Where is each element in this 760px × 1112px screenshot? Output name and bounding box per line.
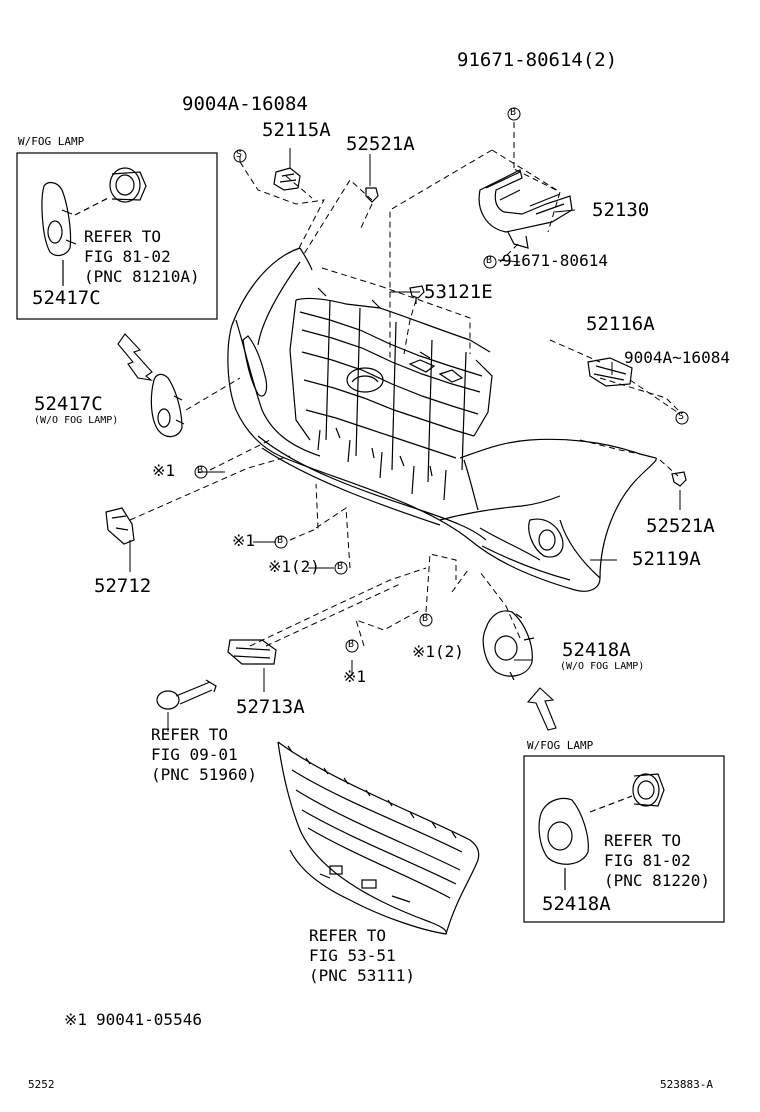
part-91671-80614: 91671-80614 — [502, 251, 608, 270]
left-fog-lamp-icon — [109, 167, 147, 203]
mark-s-1: S — [236, 149, 243, 160]
note-x1-a: ※1 — [152, 461, 176, 480]
right-box-title: W/FOG LAMP — [527, 739, 594, 752]
part-52418a-mid-note: (W/O FOG LAMP) — [560, 661, 645, 672]
note-x1-2-a: ※1(2) — [268, 557, 320, 576]
refer-51960-1: REFER TO — [151, 725, 229, 744]
mark-b-4: B — [277, 535, 284, 546]
mark-b-7: B — [422, 613, 429, 624]
bracket-52713A — [227, 639, 277, 665]
part-52712: 52712 — [94, 575, 152, 597]
part-52116a: 52116A — [586, 313, 655, 335]
part-52119a: 52119A — [632, 548, 701, 570]
right-box-part: 52418A — [542, 893, 611, 915]
mark-b-3: B — [197, 465, 204, 476]
bracket-52712 — [105, 507, 135, 545]
bracket-52130 — [478, 169, 573, 249]
part-9004a-16084-top: 9004A-16084 — [182, 93, 308, 115]
refer-51960-2: FIG 09-01 — [151, 745, 238, 764]
right-fog-bezel-icon — [538, 797, 589, 865]
refer-53111-1: REFER TO — [309, 926, 387, 945]
right-box-refer-1: REFER TO — [604, 831, 682, 850]
footer-left-code: 5252 — [28, 1078, 55, 1091]
retainer-52115A — [273, 167, 301, 191]
left-box-refer-3: (PNC 81210A) — [84, 267, 200, 286]
part-52417c-mid: 52417C — [34, 393, 103, 415]
footnote-mark: ※1 — [64, 1010, 88, 1029]
right-fog-lamp-icon — [632, 773, 665, 807]
refer-51960-3: (PNC 51960) — [151, 765, 257, 784]
arrow-down-icon — [117, 333, 153, 381]
front-bumper-cover — [227, 247, 657, 592]
mark-b-2: B — [486, 255, 493, 266]
part-52713a: 52713A — [236, 696, 305, 718]
left-fog-bezel-icon — [41, 181, 77, 257]
mark-s-2: S — [678, 411, 685, 422]
circle-marks — [194, 107, 689, 653]
refer-53111-3: (PNC 53111) — [309, 966, 415, 985]
lower-grille — [277, 741, 480, 935]
footnote-part: 90041-05546 — [96, 1010, 202, 1029]
part-52417c-mid-note: (W/O FOG LAMP) — [34, 415, 119, 426]
left-box-title: W/FOG LAMP — [18, 135, 85, 148]
part-52115a: 52115A — [262, 119, 331, 141]
left-box-refer-2: FIG 81-02 — [84, 247, 171, 266]
right-fog-lamp-box — [523, 755, 725, 923]
mark-b-6: B — [348, 639, 355, 650]
left-box-refer-1: REFER TO — [84, 227, 162, 246]
right-box-refer-3: (PNC 81220) — [604, 871, 710, 890]
bezel-52418A-mid — [482, 610, 535, 681]
part-53121e: 53121E — [424, 281, 493, 303]
refer-53111-2: FIG 53-51 — [309, 946, 396, 965]
mark-b-5: B — [337, 561, 344, 572]
footer-right-code: 523883-A — [660, 1078, 713, 1091]
bezel-52417C-mid — [150, 373, 185, 438]
upper-grille-assembly — [289, 287, 493, 501]
clip-52521A-right — [671, 471, 687, 487]
dashed-leaders — [129, 122, 683, 647]
retainer-52116A — [587, 357, 633, 387]
part-9004a-16084-right: 9004A~16084 — [624, 348, 730, 367]
mark-b-1: B — [510, 107, 517, 118]
right-box-refer-2: FIG 81-02 — [604, 851, 691, 870]
part-91671-80614-2: 91671-80614(2) — [457, 49, 618, 71]
note-x1-c: ※1 — [343, 667, 367, 686]
left-box-part: 52417C — [32, 287, 101, 309]
arrow-up-icon — [526, 687, 557, 731]
part-52418a-mid: 52418A — [562, 639, 631, 661]
note-x1-2-b: ※1(2) — [412, 642, 464, 661]
towing-hook-icon — [156, 679, 217, 710]
part-52521a-right: 52521A — [646, 515, 715, 537]
part-52130: 52130 — [592, 199, 650, 221]
left-fog-lamp-box — [16, 152, 218, 320]
clip-52521A-top — [365, 187, 379, 203]
solid-leaders — [129, 148, 681, 732]
part-52521a-top: 52521A — [346, 133, 415, 155]
note-x1-b: ※1 — [232, 531, 256, 550]
